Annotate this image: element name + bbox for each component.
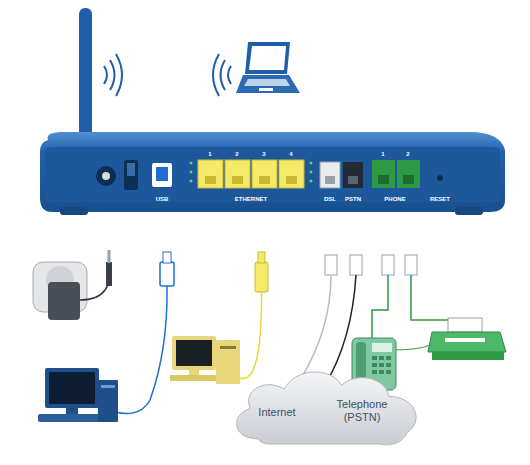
ethernet-cable	[240, 252, 268, 379]
port-label: ETHERNET	[235, 196, 267, 202]
port-label: 3	[262, 151, 265, 157]
port-label: 2	[235, 151, 238, 157]
desktop-computer	[170, 336, 240, 384]
port-label: DSL	[324, 196, 336, 202]
laptop	[236, 42, 300, 93]
antenna	[79, 8, 92, 148]
cloud-label: Telephone (PSTN)	[320, 398, 404, 423]
desktop-computer	[38, 368, 118, 422]
port-label: 1	[381, 151, 384, 157]
router-body	[40, 132, 505, 215]
port-label: PHONE	[384, 196, 405, 202]
port-label: PSTN	[345, 196, 361, 202]
port-label: 2	[406, 151, 409, 157]
usb-cable	[115, 252, 174, 414]
network-cloud: Internet Telephone (PSTN)	[228, 362, 424, 448]
port-label: 1	[208, 151, 211, 157]
port-label: RESET	[430, 196, 450, 202]
cloud-shape	[228, 362, 424, 448]
port-label: 4	[289, 151, 292, 157]
cloud-label: Internet	[246, 406, 308, 419]
power-adapter	[33, 250, 112, 320]
router-ports	[96, 160, 443, 190]
port-label: USB	[156, 196, 169, 202]
cloud-outline	[237, 372, 417, 445]
fax-printer	[428, 318, 506, 360]
wifi-waves	[104, 54, 231, 96]
